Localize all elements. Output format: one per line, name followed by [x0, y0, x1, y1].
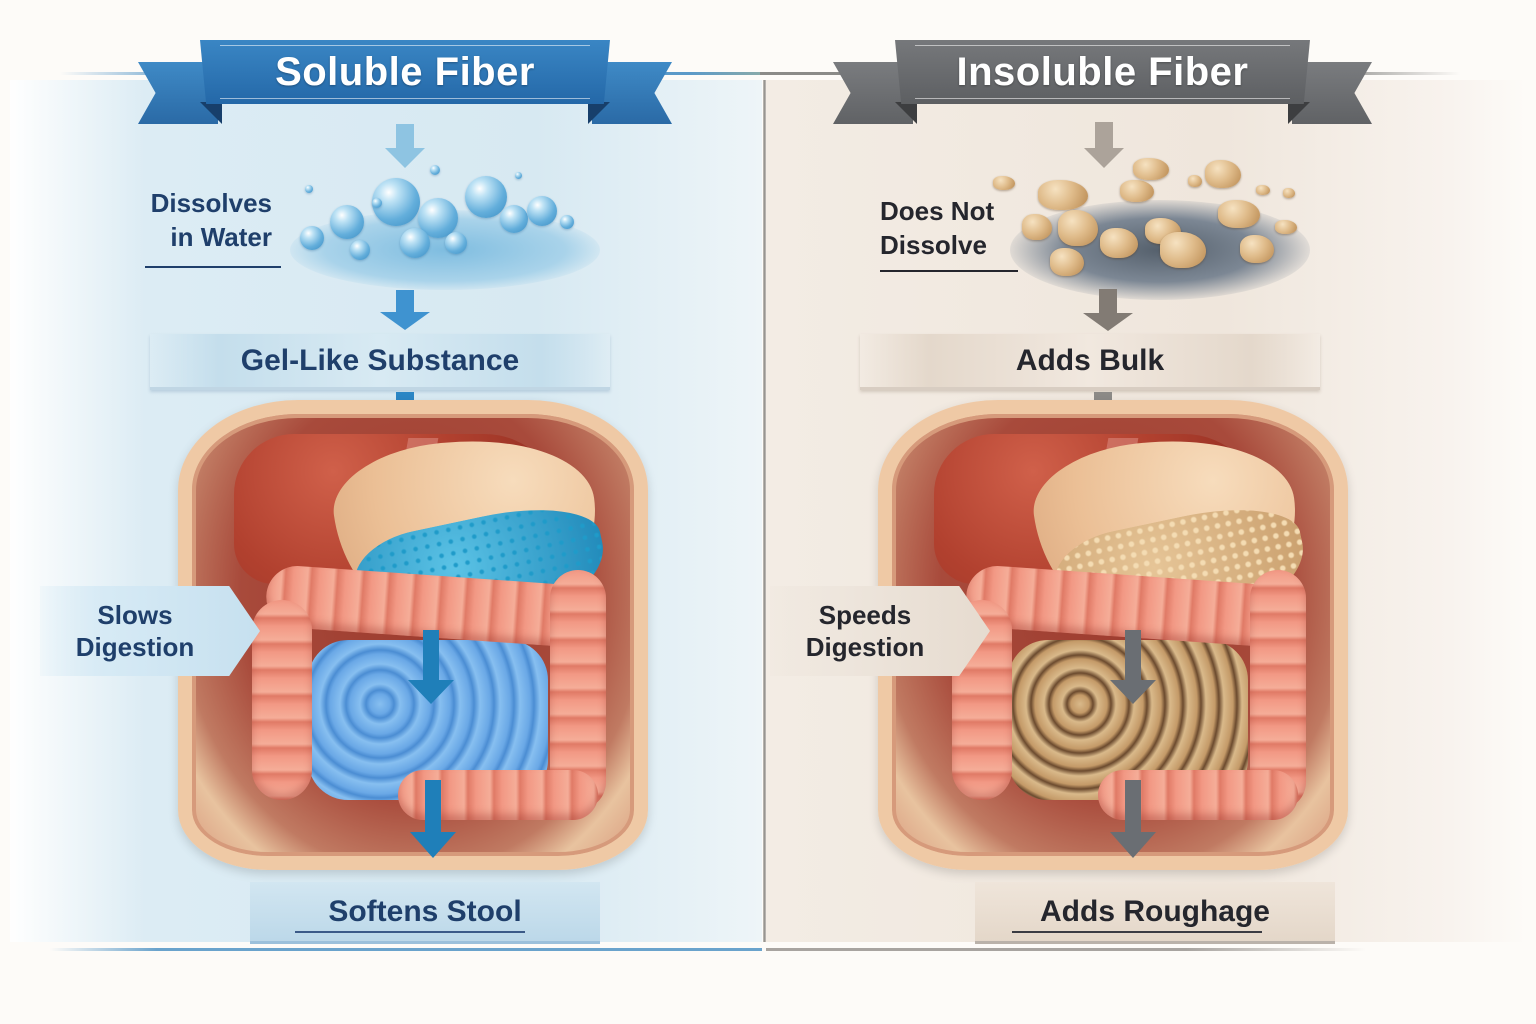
arrow-down-icon — [1084, 122, 1124, 170]
label-line-1: Does Not — [880, 196, 995, 226]
center-divider — [763, 80, 766, 942]
arrow-down-icon — [1083, 289, 1133, 333]
arrow-down-icon — [385, 124, 425, 168]
arrow-down-icon — [1110, 630, 1156, 704]
arrow-down-icon — [380, 290, 430, 332]
pointer-line-1: Speeds — [818, 600, 912, 630]
ribbon-face: Soluble Fiber — [200, 40, 610, 104]
label-underline — [295, 931, 525, 933]
speeds-digestion-pointer: Speeds Digestion — [770, 586, 990, 676]
dissolves-in-water-label: Dissolves in Water — [120, 186, 272, 254]
slows-digestion-pointer: Slows Digestion — [40, 586, 260, 676]
pointer-line-2: Digestion — [805, 632, 925, 662]
soluble-fiber-title: Soluble Fiber — [275, 49, 535, 94]
label-line-2: Dissolve — [880, 230, 987, 260]
softens-stool-label: Softens Stool — [328, 894, 522, 928]
adds-roughage-band: Adds Roughage — [975, 882, 1335, 944]
adds-bulk-band: Adds Bulk — [860, 334, 1320, 390]
pointer-line-2: Digestion — [75, 632, 195, 662]
pointer-line-1: Slows — [97, 600, 173, 630]
ascending-colon — [252, 600, 312, 800]
label-underline — [145, 266, 281, 268]
arrow-down-icon — [408, 630, 454, 704]
label-underline — [880, 270, 1018, 272]
adds-roughage-label: Adds Roughage — [1040, 894, 1270, 928]
label-line-1: Dissolves — [150, 188, 272, 218]
gel-like-substance-band: Gel-Like Substance — [150, 334, 610, 390]
insoluble-fiber-ribbon: Insoluble Fiber — [833, 40, 1372, 124]
label-underline — [1012, 931, 1262, 933]
bottom-divider-line-right — [766, 948, 1366, 951]
softens-stool-band: Softens Stool — [250, 882, 600, 944]
arrow-down-icon — [1110, 780, 1156, 858]
label-line-2: in Water — [170, 222, 272, 252]
insoluble-fiber-title: Insoluble Fiber — [956, 49, 1249, 94]
arrow-down-icon — [410, 780, 456, 858]
bottom-divider-line-left — [50, 948, 762, 951]
soluble-fiber-ribbon: Soluble Fiber — [138, 40, 672, 124]
does-not-dissolve-label: Does Not Dissolve — [880, 194, 1040, 262]
ribbon-face: Insoluble Fiber — [895, 40, 1310, 104]
digestive-system-illustration-soluble — [178, 400, 648, 870]
